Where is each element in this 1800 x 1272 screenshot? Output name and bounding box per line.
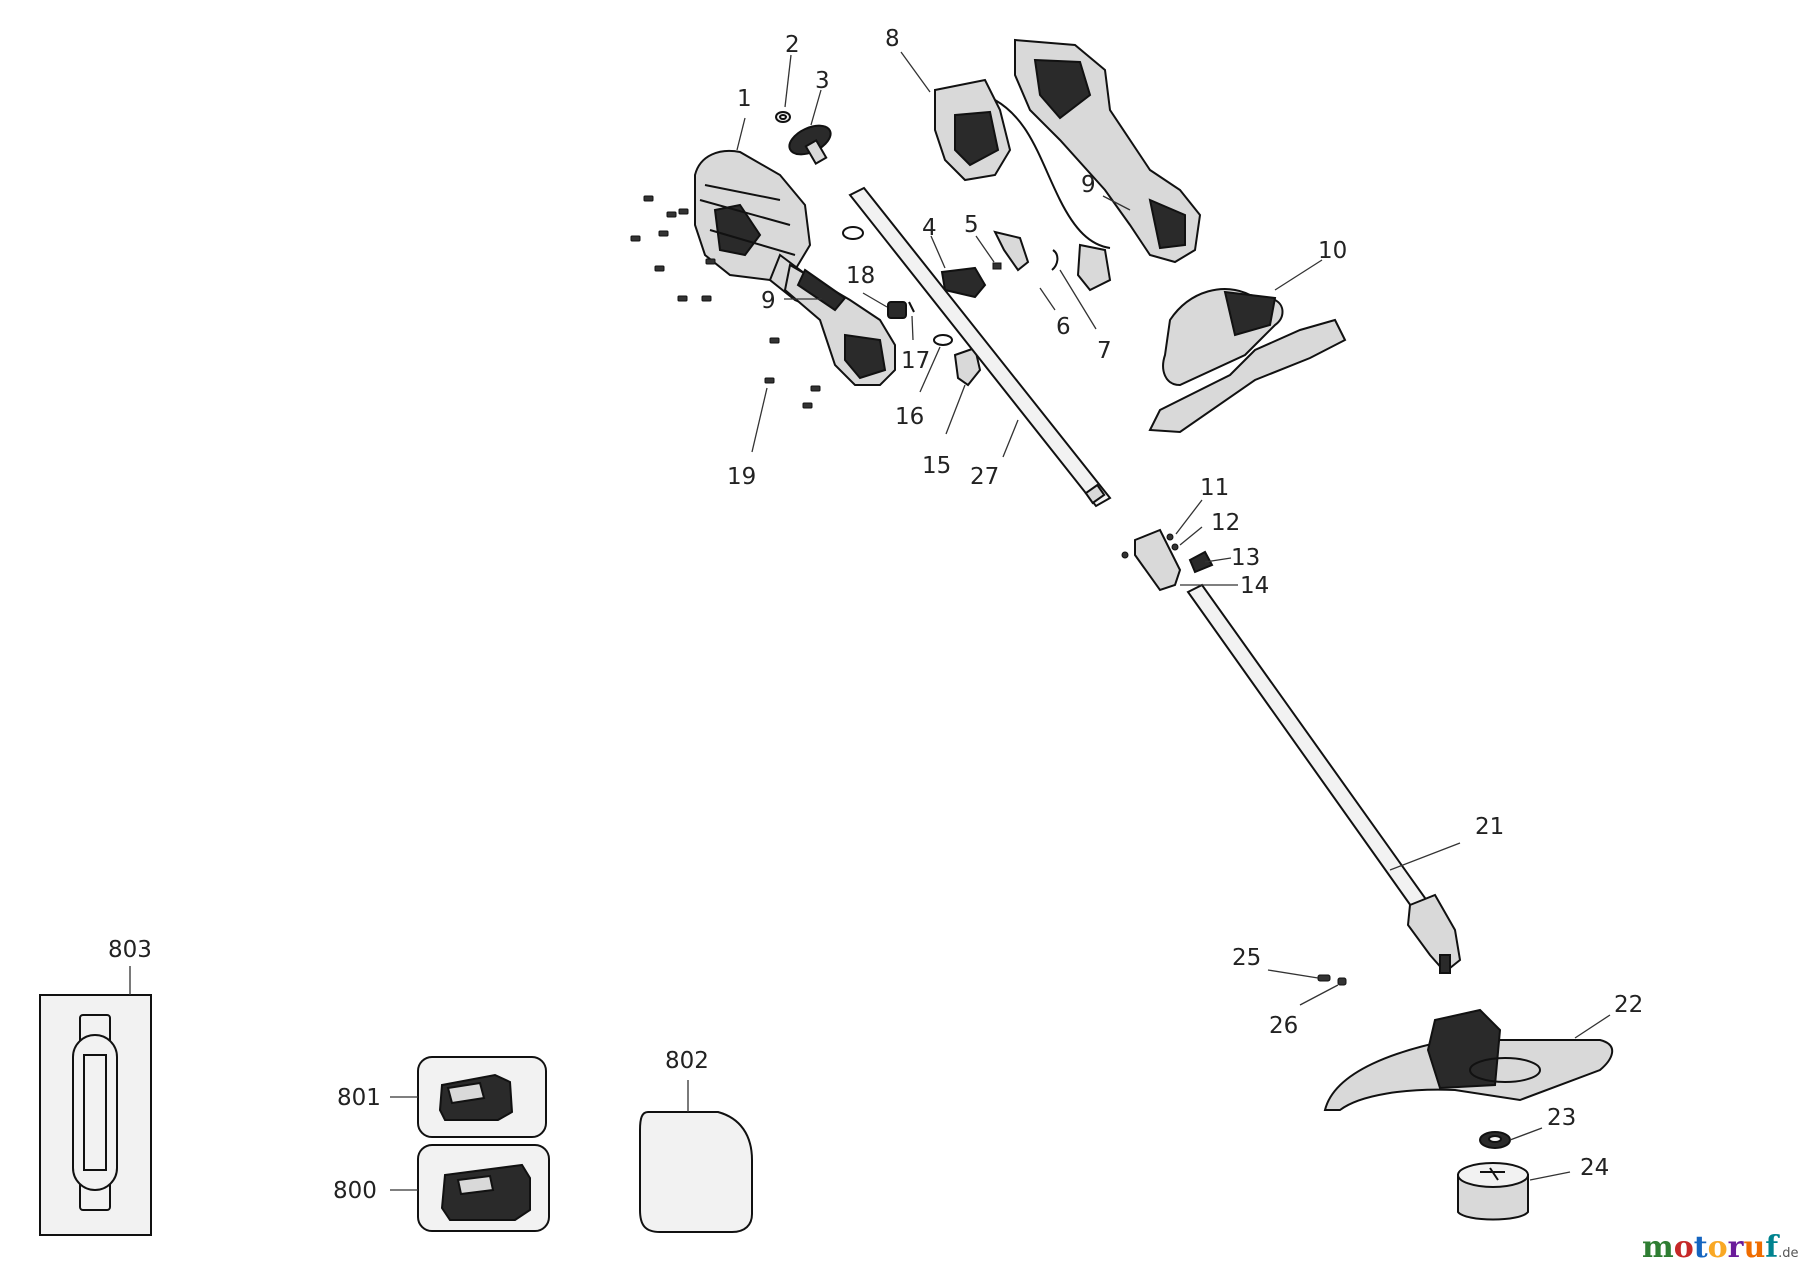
auxiliary-handle-part <box>1148 288 1347 434</box>
watermark-logo: motoruf.de <box>1642 1230 1799 1265</box>
spring-clip-part <box>1051 249 1059 271</box>
callout-802: 802 <box>665 1048 709 1074</box>
callout-15: 15 <box>922 453 951 479</box>
callout-14: 14 <box>1240 573 1269 599</box>
callout-19: 19 <box>727 464 756 490</box>
gear-head-part <box>1406 893 1462 974</box>
callout-21: 21 <box>1475 814 1504 840</box>
callout-6: 6 <box>1056 314 1071 340</box>
callout-10: 10 <box>1318 238 1347 264</box>
callout-7: 7 <box>1097 338 1112 364</box>
lower-shaft-part <box>1186 583 1432 915</box>
o-ring-part <box>842 226 953 346</box>
callout-labels: 1 2 3 4 5 6 7 8 9 9 10 11 12 13 14 15 16… <box>108 26 1643 1204</box>
callout-1: 1 <box>737 86 752 112</box>
charger-part <box>417 1144 550 1232</box>
callout-9-right: 9 <box>1081 172 1096 198</box>
watermark-letter: t <box>1694 1230 1708 1265</box>
watermark-letter: o <box>1674 1230 1694 1265</box>
leader-lines <box>129 51 1611 1191</box>
coupler-part <box>1121 528 1214 592</box>
callout-4: 4 <box>922 215 937 241</box>
callout-18: 18 <box>846 263 875 289</box>
motor-wiring-part <box>934 78 1112 292</box>
callout-25: 25 <box>1232 945 1261 971</box>
watermark-letter: r <box>1728 1230 1745 1265</box>
handle-housing-part <box>1014 38 1202 264</box>
watermark-letter: u <box>1743 1230 1765 1265</box>
screw-part-25 <box>1317 974 1331 982</box>
callout-801: 801 <box>337 1085 381 1111</box>
callout-23: 23 <box>1547 1105 1576 1131</box>
callout-800: 800 <box>333 1178 377 1204</box>
screw-part-26 <box>1337 977 1347 986</box>
callout-5: 5 <box>964 212 979 238</box>
callout-13: 13 <box>1231 545 1260 571</box>
spring-part <box>992 262 1002 270</box>
callout-16: 16 <box>895 404 924 430</box>
switch-part <box>887 301 907 319</box>
callout-22: 22 <box>1614 992 1643 1018</box>
spool-part <box>1457 1162 1529 1221</box>
watermark-letter: f <box>1765 1230 1780 1265</box>
manual-part <box>39 994 152 1236</box>
watermark-letter: m <box>1642 1230 1674 1265</box>
lock-lever-part <box>993 230 1030 272</box>
callout-17: 17 <box>901 348 930 374</box>
fan-washer-part <box>788 124 832 166</box>
callout-11: 11 <box>1200 475 1229 501</box>
callout-26: 26 <box>1269 1013 1298 1039</box>
nut-part <box>775 111 791 123</box>
callout-9-left: 9 <box>761 288 776 314</box>
trigger-part <box>940 266 987 299</box>
small-pin-part <box>908 301 915 313</box>
upper-shaft-part <box>848 186 1112 508</box>
callout-3: 3 <box>815 68 830 94</box>
screw-set <box>630 195 821 409</box>
callout-2: 2 <box>785 32 800 58</box>
handle-grip-part <box>783 263 896 386</box>
guard-part <box>1323 1008 1613 1111</box>
battery-part <box>417 1056 547 1138</box>
washer-part <box>1479 1131 1511 1149</box>
watermark-suffix: .de <box>1778 1246 1798 1261</box>
callout-27: 27 <box>970 464 999 490</box>
callout-12: 12 <box>1211 510 1240 536</box>
callout-24: 24 <box>1580 1155 1609 1181</box>
callout-8: 8 <box>885 26 900 52</box>
bag-part <box>639 1111 753 1233</box>
watermark-letter: o <box>1708 1230 1728 1265</box>
callout-803: 803 <box>108 937 152 963</box>
